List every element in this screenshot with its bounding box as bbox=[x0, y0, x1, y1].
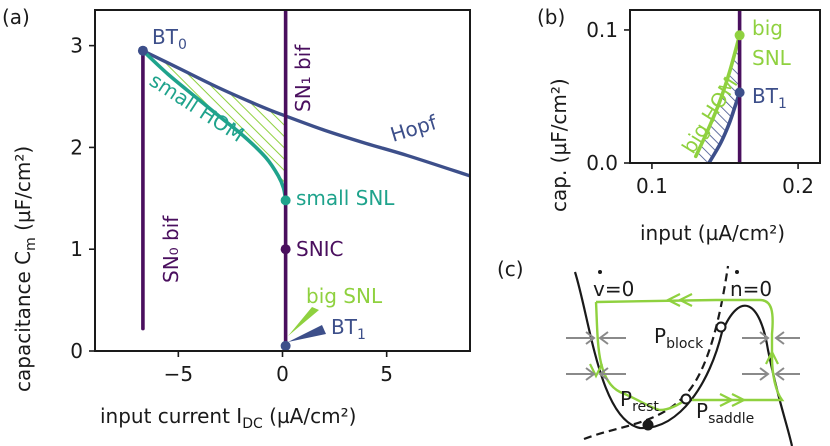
bistable-hatch bbox=[142, 50, 286, 201]
label-p-saddle: Psaddle bbox=[696, 399, 754, 427]
big-snl-wedge bbox=[288, 307, 319, 336]
x-tick-label: −5 bbox=[164, 362, 193, 386]
marker-big-snl bbox=[734, 30, 745, 41]
panel-b-label: (b) bbox=[537, 5, 565, 29]
arrow-down-icon bbox=[589, 363, 603, 379]
marker-1 bbox=[280, 195, 291, 206]
panel-a-markers bbox=[137, 45, 291, 351]
flow-arrow-right-icon bbox=[742, 331, 770, 345]
marker-3 bbox=[280, 340, 291, 351]
annotation-bt1-b: BT1 bbox=[752, 84, 787, 112]
flow-arrow-right-icon bbox=[742, 367, 770, 381]
flow-arrow-right-icon bbox=[566, 331, 596, 345]
panel-a-ticks: −5 0 5 0 1 2 3 bbox=[70, 34, 393, 386]
label-p-rest: Prest bbox=[620, 387, 659, 415]
annotation-big: big bbox=[752, 16, 783, 40]
trajectory-left bbox=[594, 301, 689, 412]
annotation-snic: SNIC bbox=[296, 237, 344, 261]
flow-arrows bbox=[566, 331, 800, 381]
panel-b-ticks: 0.1 0.2 0.0 0.1 bbox=[586, 18, 814, 198]
trajectory-loop bbox=[595, 298, 785, 402]
flow-arrow-left-icon bbox=[774, 331, 800, 345]
annotation-big-snl: big SNL bbox=[306, 284, 383, 308]
flow-arrow-left-icon bbox=[598, 331, 626, 345]
flow-arrow-left-icon bbox=[598, 367, 626, 381]
arrow-up-icon bbox=[765, 349, 779, 365]
label-hopf: Hopf bbox=[387, 110, 440, 147]
bt1-wedge bbox=[288, 325, 326, 342]
panel-b-xlabel: input (µA/cm²) bbox=[640, 221, 785, 245]
y-tick-label: 2 bbox=[70, 135, 83, 159]
marker-0 bbox=[137, 45, 148, 56]
panel-a-series bbox=[141, 10, 470, 348]
x-tick-label: 0.2 bbox=[782, 174, 814, 198]
y-tick-label: 0.1 bbox=[586, 18, 618, 42]
panel-b-ylabel: cap. (µF/cm²) bbox=[547, 78, 571, 212]
v-dot-icon bbox=[598, 270, 602, 274]
series-line-b-0 bbox=[707, 90, 742, 163]
arrow-right-icon bbox=[719, 393, 735, 407]
series-line-1 bbox=[141, 48, 288, 203]
arrow-left-icon bbox=[677, 293, 693, 307]
panel-c: (c) v=0 n=0 bbox=[497, 257, 800, 446]
p-rest-point bbox=[642, 419, 654, 431]
series-line-b-1 bbox=[693, 33, 742, 159]
x-tick-label: 0 bbox=[276, 362, 289, 386]
annotation-bt0: BT0 bbox=[152, 25, 187, 53]
panel-a-label: (a) bbox=[2, 5, 30, 29]
panel-b-frame bbox=[629, 9, 821, 164]
annotation-bt1: BT1 bbox=[331, 315, 366, 343]
label-p-block: Pblock bbox=[654, 324, 704, 352]
y-tick-label: 0.0 bbox=[586, 151, 618, 175]
arrow-right-icon bbox=[731, 393, 747, 407]
series-line-0 bbox=[141, 49, 470, 178]
label-sn1-bif: SN₁ bif bbox=[291, 44, 315, 112]
v-nullcline-dashed bbox=[583, 265, 730, 441]
marker-2 bbox=[280, 244, 291, 255]
y-tick-label: 0 bbox=[70, 339, 83, 363]
hatched-region-a bbox=[142, 50, 286, 201]
arrow-left-icon bbox=[665, 293, 681, 307]
label-sn0-bif: SN₀ bif bbox=[159, 215, 183, 283]
p-block-point bbox=[715, 321, 727, 333]
x-tick-label: 0.1 bbox=[636, 174, 668, 198]
n-nullcline-label: n=0 bbox=[730, 277, 772, 301]
panel-a-ylabel: capacitance Cm (µF/cm²) bbox=[11, 146, 39, 392]
n-dot-icon bbox=[735, 270, 739, 274]
panel-c-label: (c) bbox=[497, 257, 524, 281]
v-nullcline-label: v=0 bbox=[593, 277, 634, 301]
panel-a-xlabel: input current IDC (µA/cm²) bbox=[100, 404, 356, 432]
panel-b-markers bbox=[734, 30, 745, 98]
p-saddle-point bbox=[680, 393, 692, 405]
x-tick-label: 5 bbox=[380, 362, 393, 386]
y-tick-label: 1 bbox=[70, 237, 83, 261]
marker-bt1 bbox=[734, 87, 745, 98]
annotation-snl: SNL bbox=[752, 46, 792, 70]
annotation-small-snl: small SNL bbox=[296, 186, 395, 210]
y-tick-label: 3 bbox=[70, 34, 83, 58]
flow-arrow-left-icon bbox=[774, 367, 800, 381]
flow-arrow-right-icon bbox=[566, 367, 596, 381]
